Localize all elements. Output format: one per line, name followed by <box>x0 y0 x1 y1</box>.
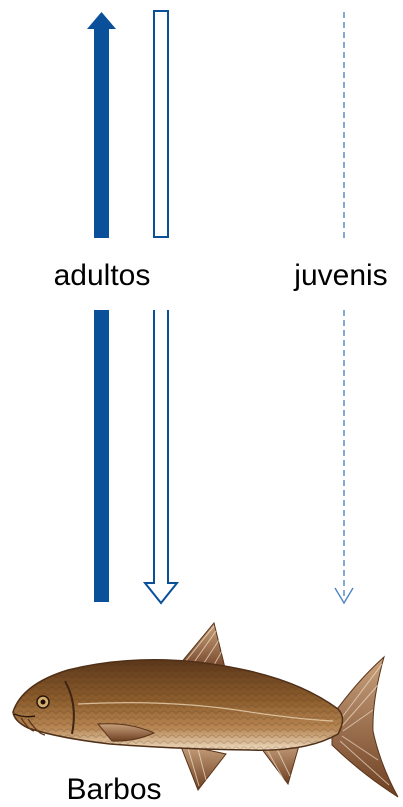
gill-cover <box>64 680 75 735</box>
juveniles-label: juvenis <box>293 259 387 292</box>
barbel-fish-icon <box>12 621 399 798</box>
dashed-down-arrow-icon <box>334 12 354 605</box>
barbels <box>20 717 46 736</box>
lateral-line <box>77 702 334 722</box>
solid-arrow-head <box>87 12 116 29</box>
solid-up-arrow-icon <box>87 12 116 602</box>
adults-label: adultos <box>54 259 151 292</box>
tail-fin <box>331 655 399 798</box>
hollow-down-arrow-icon <box>142 10 180 605</box>
dashed-arrow-head <box>334 587 354 605</box>
species-label: Barbos <box>66 773 161 806</box>
solid-arrow-lower-shaft <box>94 310 109 602</box>
hollow-arrow-upper-shaft <box>153 10 169 238</box>
pectoral-fin <box>96 723 156 742</box>
fish-scales <box>13 659 343 751</box>
fish-mouth <box>13 713 36 718</box>
solid-arrow-upper-shaft <box>94 29 109 238</box>
hollow-arrow-lower-shaft-and-head <box>142 310 180 605</box>
